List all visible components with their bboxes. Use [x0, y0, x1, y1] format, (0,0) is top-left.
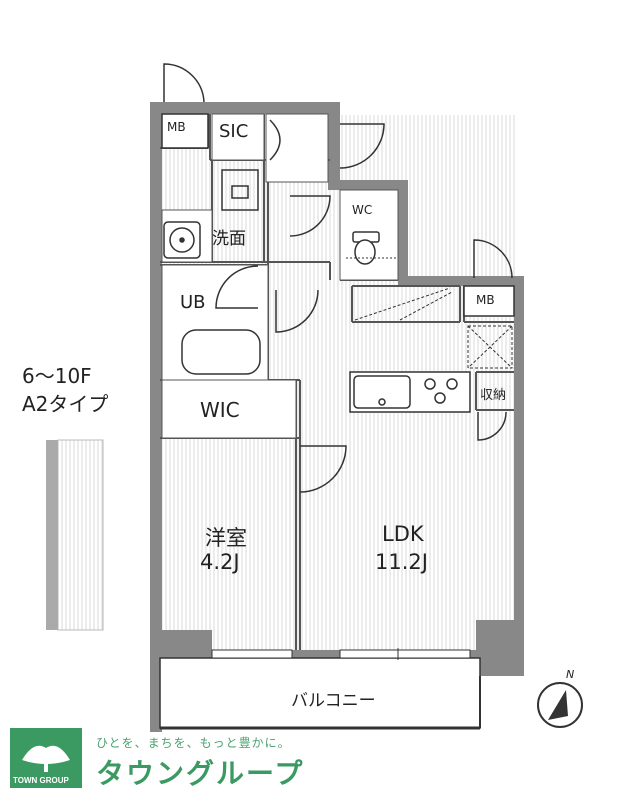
- ldk-size: 11.2J: [375, 550, 428, 574]
- fridge-space: [467, 325, 513, 369]
- floor-info: 6～10F A2タイプ: [22, 362, 108, 418]
- sic-label: SIC: [219, 121, 249, 142]
- kitchen-counter: [349, 371, 471, 413]
- doors: [163, 63, 513, 493]
- wic-label: WIC: [200, 398, 240, 422]
- compass-north-label: N: [566, 668, 575, 681]
- balcony-area: [159, 657, 481, 730]
- wic-room: [161, 379, 297, 439]
- unit-type: A2タイプ: [22, 392, 109, 416]
- tree-logo-icon: [10, 728, 82, 788]
- balcony-windows: [211, 648, 471, 660]
- logo-text: TOWN GROUP: [13, 776, 69, 785]
- ub-label: UB: [180, 292, 206, 313]
- balcony-label: バルコニー: [291, 691, 376, 711]
- mb-box-right: [463, 285, 515, 317]
- mb-right-label: MB: [476, 293, 495, 307]
- mb-top-label: MB: [167, 120, 186, 134]
- sic-room: [211, 113, 265, 161]
- western-room-size: 4.2J: [200, 550, 240, 574]
- outer-walls: [150, 102, 524, 732]
- stove-icon: [424, 378, 458, 404]
- washroom-label: 洗面: [212, 229, 246, 249]
- western-room-name: 洋室: [205, 526, 247, 550]
- floor-range: 6～10F: [22, 364, 92, 388]
- bathtub-icon: [181, 329, 261, 375]
- entry-closet: [265, 113, 329, 183]
- entrance-step: [354, 287, 453, 321]
- sink-icon: [163, 221, 201, 259]
- brand-tagline: ひとを、まちを、もっと豊かに。: [96, 736, 291, 750]
- washing-machine-icon: [221, 169, 259, 211]
- brand-name: タウングループ: [96, 757, 305, 790]
- wc-label: WC: [352, 203, 373, 217]
- adjacent-unit-fragment: [46, 439, 104, 631]
- mb-box-top: [161, 113, 209, 149]
- ldk-name: LDK: [382, 522, 424, 546]
- north-compass-icon: [537, 682, 583, 728]
- storage-label: 収納: [480, 388, 507, 403]
- washroom-area: [161, 209, 213, 263]
